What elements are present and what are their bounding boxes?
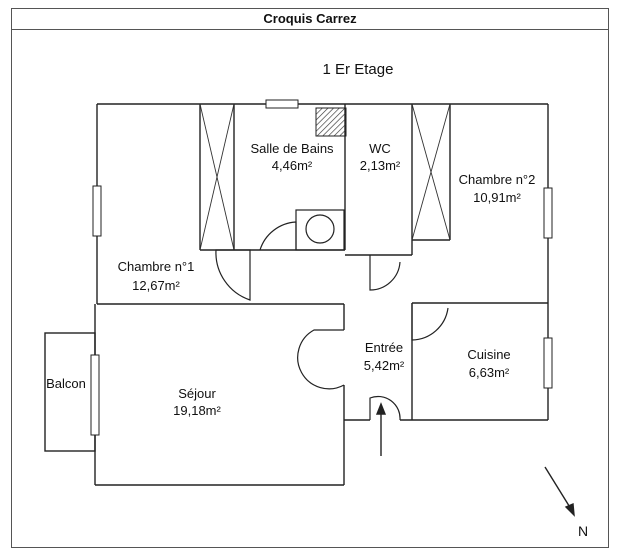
doors — [215, 221, 449, 421]
sejour-name: Séjour — [178, 386, 216, 401]
balcon-name: Balcon — [46, 376, 86, 391]
compass-arrow-icon — [544, 466, 575, 517]
salle-de-bains-area: 4,46m² — [272, 158, 313, 173]
compass-north-label: N — [578, 523, 588, 539]
chambre1-area: 12,67m² — [132, 278, 180, 293]
entree-name: Entrée — [365, 340, 403, 355]
chambre2-name: Chambre n°2 — [459, 172, 536, 187]
vent-duct — [315, 107, 347, 137]
entree-area: 5,42m² — [364, 358, 405, 373]
cuisine-name: Cuisine — [467, 347, 510, 362]
chambre2-area: 10,91m² — [473, 190, 521, 205]
title-bar: Croquis Carrez — [12, 9, 608, 30]
windows — [90, 99, 553, 436]
chambre1-name: Chambre n°1 — [118, 259, 195, 274]
plan-frame: Croquis Carrez — [11, 8, 609, 548]
sejour-area: 19,18m² — [173, 403, 221, 418]
salle-de-bains-name: Salle de Bains — [250, 141, 334, 156]
cuisine-area: 6,63m² — [469, 365, 510, 380]
closet-marks — [199, 103, 451, 251]
floor-label: 1 Er Etage — [323, 61, 394, 78]
wc-area: 2,13m² — [360, 158, 401, 173]
entry-arrow — [375, 402, 387, 456]
wc-name: WC — [369, 141, 391, 156]
fixtures — [295, 209, 345, 251]
